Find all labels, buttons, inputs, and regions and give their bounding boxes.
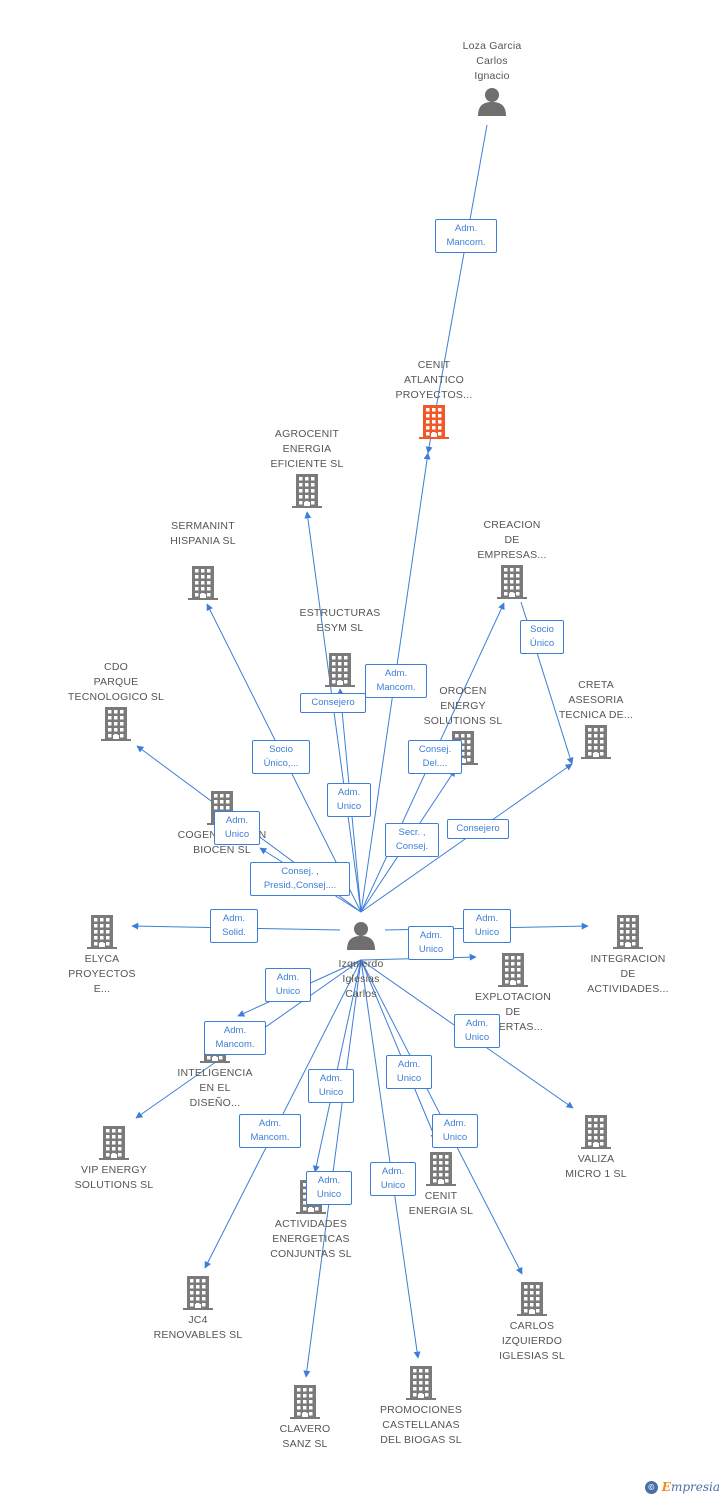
node-label: INTELIGENCIA EN EL DISEÑO... bbox=[177, 1067, 253, 1109]
building-icon bbox=[188, 566, 218, 600]
relation-badge[interactable]: Adm. Mancom. bbox=[204, 1021, 266, 1055]
building-icon bbox=[497, 565, 527, 599]
node-label: CDO PARQUE TECNOLOGICO SL bbox=[67, 661, 165, 703]
relation-badge[interactable]: Adm. Unico bbox=[308, 1069, 354, 1103]
node-label: CENIT ATLANTICO PROYECTOS... bbox=[395, 359, 473, 401]
relation-edge bbox=[425, 124, 488, 454]
relation-badge[interactable]: Adm. Unico bbox=[408, 926, 454, 960]
relation-badge[interactable]: Socio Único,... bbox=[252, 740, 310, 774]
building-icon bbox=[87, 915, 117, 949]
building-icon bbox=[292, 474, 322, 508]
relation-badge[interactable]: Secr. , Consej. bbox=[385, 823, 439, 857]
building-icon bbox=[426, 1152, 456, 1186]
node-label: ELYCA PROYECTOS E... bbox=[68, 953, 136, 995]
relation-edge bbox=[303, 959, 362, 1378]
building-icon bbox=[406, 1366, 436, 1400]
relation-edge bbox=[312, 959, 362, 1173]
building-icon bbox=[290, 1385, 320, 1419]
node-label: AGROCENIT ENERGIA EFICIENTE SL bbox=[270, 428, 344, 470]
node-label: ACTIVIDADES ENERGETICAS CONJUNTAS SL bbox=[270, 1218, 352, 1260]
node-label: CREACION DE EMPRESAS... bbox=[477, 519, 547, 561]
relation-badge[interactable]: Adm. Unico bbox=[432, 1114, 478, 1148]
node-label: CLAVERO SANZ SL bbox=[279, 1423, 331, 1450]
building-icon bbox=[498, 953, 528, 987]
node-label: Izquierdo Iglesias Carlos bbox=[338, 958, 384, 1000]
copyright-icon: © bbox=[644, 1480, 658, 1494]
relation-badge[interactable]: Adm. Unico bbox=[327, 783, 371, 817]
node-label: VALIZA MICRO 1 SL bbox=[565, 1153, 627, 1180]
building-icon bbox=[613, 915, 643, 949]
building-icon bbox=[101, 707, 131, 741]
footer-brand: © Empresia bbox=[644, 1480, 720, 1494]
relation-badge[interactable]: Adm. Mancom. bbox=[365, 664, 427, 698]
relation-badge[interactable]: Consejero bbox=[300, 693, 366, 713]
building-icon bbox=[517, 1282, 547, 1316]
relation-edge bbox=[360, 959, 421, 1359]
person-icon bbox=[347, 922, 375, 950]
node-label: CRETA ASESORIA TECNICA DE... bbox=[558, 679, 634, 721]
relation-badge[interactable]: Adm. Unico bbox=[214, 811, 260, 845]
node-label: CENIT ENERGIA SL bbox=[408, 1190, 474, 1217]
node-label: JC4 RENOVABLES SL bbox=[153, 1314, 243, 1341]
relation-badge[interactable]: Adm. Unico bbox=[306, 1171, 352, 1205]
relation-badge[interactable]: Adm. Mancom. bbox=[239, 1114, 301, 1148]
node-label: OROCEN ENERGY SOLUTIONS SL bbox=[423, 685, 503, 727]
node-label: ESTRUCTURAS ESYM SL bbox=[299, 607, 381, 634]
node-label: SERMANINT HISPANIA SL bbox=[170, 520, 236, 547]
node-label: PROMOCIONES CASTELLANAS DEL BIOGAS SL bbox=[379, 1404, 463, 1446]
relation-badge[interactable]: Adm. Unico bbox=[454, 1014, 500, 1048]
brand-logo[interactable]: Empresia bbox=[662, 1480, 720, 1494]
relation-badge[interactable]: Adm. Unico bbox=[370, 1162, 416, 1196]
building-icon bbox=[183, 1276, 213, 1310]
relation-badge[interactable]: Adm. Unico bbox=[265, 968, 311, 1002]
relation-badge[interactable]: Adm. Mancom. bbox=[435, 219, 497, 253]
building-icon bbox=[581, 1115, 611, 1149]
building-icon bbox=[419, 405, 449, 439]
relation-badge[interactable]: Adm. Unico bbox=[463, 909, 511, 943]
node-label: VIP ENERGY SOLUTIONS SL bbox=[74, 1164, 154, 1191]
relation-badge[interactable]: Consej. Del.... bbox=[408, 740, 462, 774]
node-label: INTEGRACION DE ACTIVIDADES... bbox=[587, 953, 669, 995]
relation-badge[interactable]: Consejero bbox=[447, 819, 509, 839]
building-icon bbox=[325, 653, 355, 687]
node-label: CARLOS IZQUIERDO IGLESIAS SL bbox=[499, 1320, 565, 1362]
relation-badge[interactable]: Adm. Solid. bbox=[210, 909, 258, 943]
brand-initial: E bbox=[661, 1480, 671, 1494]
relation-badge[interactable]: Consej. , Presid.,Consej.... bbox=[250, 862, 350, 896]
relation-edge bbox=[360, 959, 437, 1141]
brand-name: mpresia bbox=[670, 1480, 720, 1494]
node-label: Loza Garcia Carlos Ignacio bbox=[462, 40, 522, 82]
relation-badge[interactable]: Socio Único bbox=[520, 620, 564, 654]
building-icon bbox=[581, 725, 611, 759]
relation-badge[interactable]: Adm. Unico bbox=[386, 1055, 432, 1089]
person-icon bbox=[478, 88, 506, 116]
building-icon bbox=[99, 1126, 129, 1160]
